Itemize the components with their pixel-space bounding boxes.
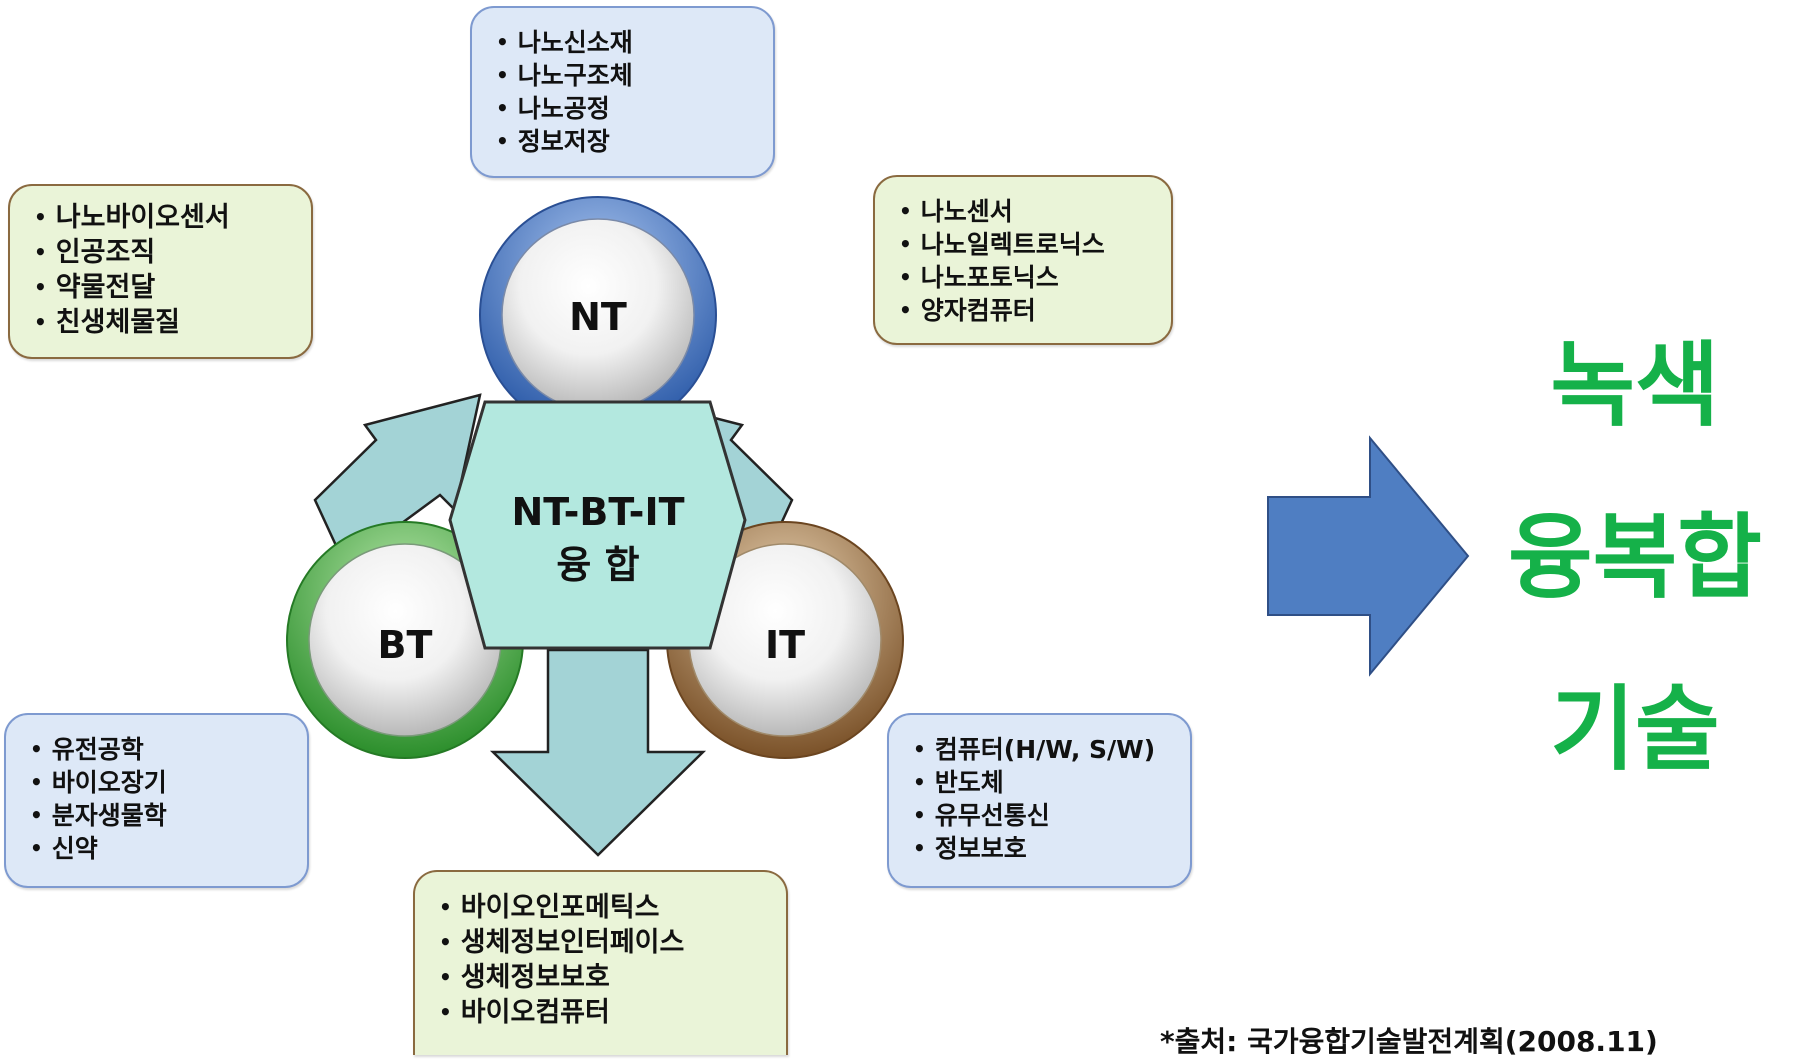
list-item: 생체정보보호 (439, 960, 768, 995)
list-item: 약물전달 (34, 270, 293, 305)
list-item: 친생체물질 (34, 305, 293, 340)
list-item: 분자생물학 (30, 799, 289, 832)
list-item: 나노신소재 (496, 26, 755, 59)
list-item: 나노공정 (496, 92, 755, 125)
list-item: 나노센서 (899, 195, 1153, 228)
list-item: 정보저장 (496, 125, 755, 158)
list-item: 유전공학 (30, 733, 289, 766)
center-line2: 융 합 (556, 543, 639, 587)
list-item: 반도체 (913, 766, 1172, 799)
bt-circle: BT (286, 521, 524, 759)
result-line-3: 기술 (1550, 676, 1720, 783)
list-item: 유무선통신 (913, 799, 1172, 832)
it-topics-box: 컴퓨터(H/W, S/W) 반도체 유무선통신 정보보호 (887, 713, 1192, 888)
list-item: 바이오인포메틱스 (439, 890, 768, 925)
nt-circle: NT (479, 196, 717, 434)
list-item: 신약 (30, 832, 289, 865)
list-item: 인공조직 (34, 235, 293, 270)
source-note: *출처: 국가융합기술발전계획(2008.11) (1160, 1025, 1658, 1058)
list-item: 바이오장기 (30, 766, 289, 799)
list-item: 정보보호 (913, 832, 1172, 865)
nt-bt-topics-box: 나노바이오센서 인공조직 약물전달 친생체물질 (8, 184, 313, 359)
list-item: 나노구조체 (496, 59, 755, 92)
nt-it-topics-box: 나노센서 나노일렉트로닉스 나노포토닉스 양자컴퓨터 (873, 175, 1173, 345)
list-item: 컴퓨터(H/W, S/W) (913, 733, 1172, 766)
result-line-2: 융복합 (1508, 504, 1762, 611)
bt-topics-box: 유전공학 바이오장기 분자생물학 신약 (4, 713, 309, 888)
it-label: IT (765, 623, 805, 667)
list-item: 나노일렉트로닉스 (899, 228, 1153, 261)
list-item: 양자컴퓨터 (899, 294, 1153, 327)
bt-label: BT (378, 623, 433, 667)
list-item: 나노바이오센서 (34, 200, 293, 235)
nt-label: NT (569, 295, 627, 339)
center-hexagon: NT-BT-IT 융 합 (448, 400, 747, 650)
list-item: 생체정보인터페이스 (439, 925, 768, 960)
result-arrow (1267, 435, 1470, 677)
list-item: 나노포토닉스 (899, 261, 1153, 294)
list-item: 바이오컴퓨터 (439, 995, 768, 1030)
nt-topics-box: 나노신소재 나노구조체 나노공정 정보저장 (470, 6, 775, 178)
arrow-down (489, 648, 707, 857)
result-title: 녹색 융복합 기술 (1490, 300, 1780, 816)
result-line-1: 녹색 (1550, 332, 1720, 439)
bt-it-topics-box: 바이오인포메틱스 생체정보인터페이스 생체정보보호 바이오컴퓨터 (413, 870, 788, 1055)
center-line1: NT-BT-IT (511, 490, 684, 534)
